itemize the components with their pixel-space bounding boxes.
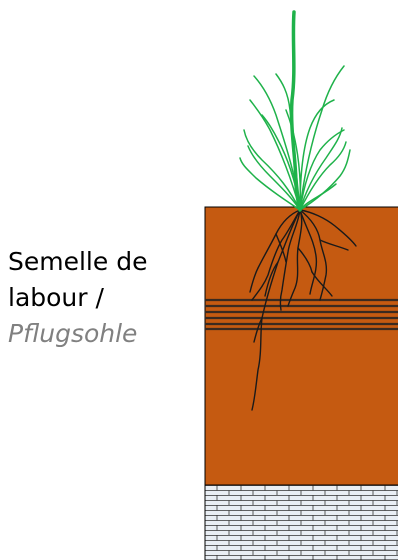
soil-block xyxy=(205,207,398,485)
subsoil-bricks-icon xyxy=(205,485,398,560)
plant-icon xyxy=(240,12,350,210)
